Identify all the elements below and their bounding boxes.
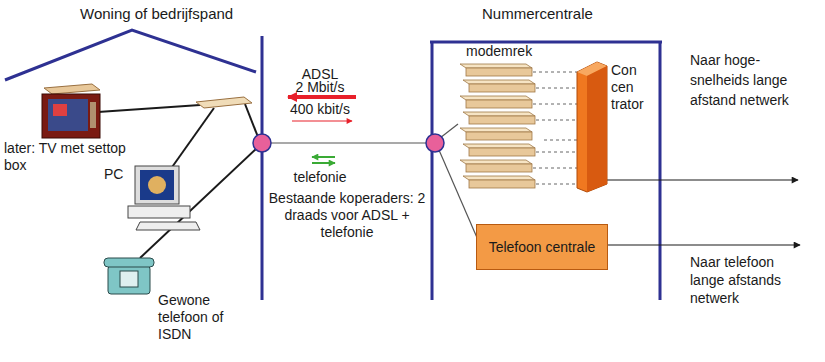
exchange-title: Nummercentrale [482, 5, 642, 22]
pc-icon [128, 166, 200, 230]
dashed-connector [544, 140, 577, 141]
modem-link [533, 72, 577, 73]
modem-card-top [460, 160, 532, 164]
modem-card-front [466, 100, 532, 108]
splitter-wire [245, 104, 258, 137]
tv-knobs [90, 102, 96, 128]
adsl-modem [196, 97, 252, 108]
bitrate: 400 kbit/s [280, 101, 360, 118]
modem-link [536, 88, 577, 89]
upstream-arrow [292, 120, 352, 122]
tv-screen [48, 99, 88, 131]
modem-card [460, 96, 577, 108]
modem-card-front [466, 132, 532, 140]
phone-icon [104, 258, 154, 294]
modem-link [536, 120, 577, 121]
modem-link [533, 168, 577, 169]
modem-card-top [463, 176, 535, 180]
junction-circle [426, 134, 444, 152]
concentrator-body [577, 62, 607, 192]
modem-card [460, 160, 577, 172]
tv-cabinet [42, 94, 100, 138]
concentrator: Con cen trator [575, 60, 657, 194]
house-roof [5, 30, 256, 80]
switch-box: Telefoon centrale [476, 224, 608, 270]
modem-card-front [466, 164, 532, 172]
phone-handset [104, 258, 154, 267]
modem-link [536, 152, 577, 153]
downstream-arrow [288, 95, 356, 99]
modem-card-front [469, 116, 535, 124]
tv-wire [98, 105, 200, 112]
house-wall [261, 36, 264, 300]
modem-card-front [469, 84, 535, 92]
house-title: Woning of bedrijfspand [80, 5, 280, 22]
pc-screen [140, 170, 174, 200]
modem-link [533, 104, 577, 105]
modem-card-front [466, 68, 532, 76]
modem-card [463, 112, 577, 124]
copper-line [262, 142, 435, 143]
phone-keypad [120, 271, 138, 287]
junction-circle [253, 134, 271, 152]
network-name: Naar hoge- snelheids lange afstand netwe… [690, 50, 794, 110]
pc-wire [170, 108, 214, 170]
modem-card-top [460, 128, 532, 132]
rack-wire [440, 124, 458, 138]
phone-body [108, 266, 150, 294]
signal-name: telefonie [285, 169, 355, 186]
network-name: Naar telefoon lange afstands netwerk [690, 253, 798, 307]
bitrate: 2 Mbit/s [284, 79, 356, 96]
modem-card [460, 64, 577, 76]
modem-card [460, 128, 532, 140]
network-arrow [607, 179, 798, 180]
device-name: Gewone telefoon of ISDN [158, 292, 230, 343]
telephony-arrow [312, 156, 335, 158]
modem-card [463, 176, 577, 188]
network-arrow [608, 244, 800, 245]
exchange-roof [430, 41, 662, 44]
tv-icon [42, 84, 100, 138]
rack-name: modemrek [452, 43, 544, 60]
exchange-wall [659, 42, 662, 300]
modem-card-front [469, 148, 535, 156]
modem-card-top [460, 64, 532, 68]
modem-card-top [463, 112, 535, 116]
modem-rack: modemrek [452, 44, 544, 194]
line-note: Bestaande koperaders: 2 draads voor ADSL… [268, 190, 426, 241]
modem-card-top [463, 144, 535, 148]
box-text: Telefoon centrale [489, 239, 596, 256]
concentrator-name: Con cen trator [611, 62, 655, 113]
tv-picture [53, 104, 67, 116]
concentrator-side [587, 66, 607, 192]
pc-keyboard [136, 222, 200, 230]
modem-card-front [469, 180, 535, 188]
pc-case [128, 206, 190, 218]
modem-card [463, 144, 577, 156]
pc-monitor [135, 166, 179, 204]
modem-card-top [460, 96, 532, 100]
modem-card [463, 80, 577, 92]
exchange-wall [431, 42, 434, 300]
telephony-arrow [312, 162, 335, 164]
settop-box [44, 84, 100, 94]
modem-rack [460, 64, 577, 188]
modem-link [536, 184, 577, 185]
concentrator-slab [575, 60, 609, 194]
modem-card-top [463, 80, 535, 84]
pc-screen-picture [148, 176, 166, 194]
device-name: PC [104, 166, 130, 183]
